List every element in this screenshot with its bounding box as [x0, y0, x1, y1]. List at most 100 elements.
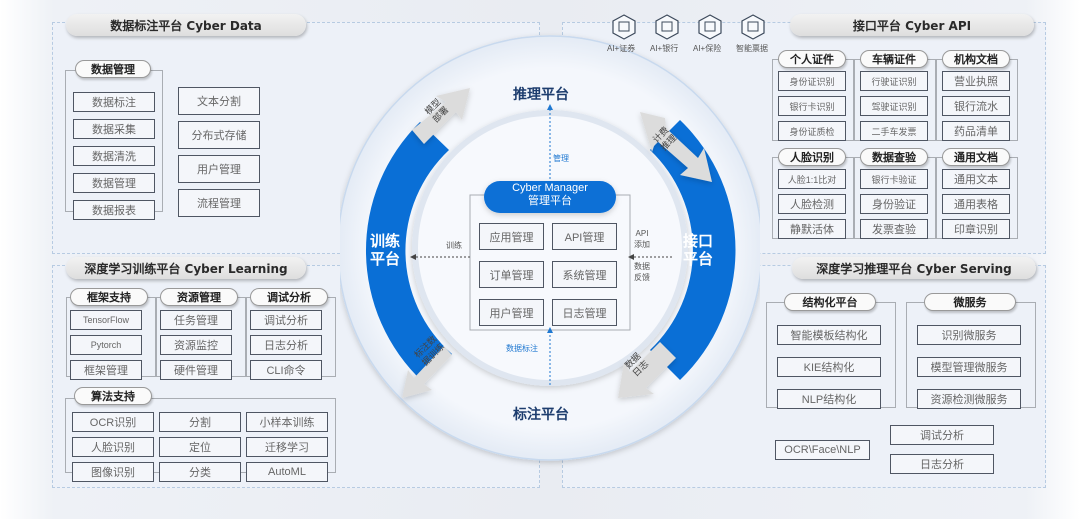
- data-side-item: 分布式存储: [178, 121, 260, 149]
- data-item: 数据报表: [73, 200, 155, 220]
- serving-log-analysis: 日志分析: [890, 454, 994, 474]
- api-item: 营业执照: [942, 71, 1010, 91]
- bank-icon: [655, 14, 679, 40]
- serve-item: NLP结构化: [777, 389, 881, 409]
- api-item: 药品清单: [942, 121, 1010, 141]
- serve-item: 智能模板结构化: [777, 325, 881, 345]
- algo-item: 人脸识别: [72, 437, 154, 457]
- algo-item: 迁移学习: [246, 437, 328, 457]
- data-item: 数据标注: [73, 92, 155, 112]
- learn-group-title: 调试分析: [250, 288, 328, 306]
- serving-debug-analysis: 调试分析: [890, 425, 994, 445]
- serve-item: 识别微服务: [917, 325, 1021, 345]
- serving-ocr-face-nlp: OCR\Face\NLP: [775, 440, 870, 460]
- ring-label-api: 接口 平台: [683, 232, 714, 268]
- right-blue-arc: [650, 120, 736, 380]
- learn-group-title: 框架支持: [70, 288, 148, 306]
- algo-item: 分割: [159, 412, 241, 432]
- panel-title-serving: 深度学习推理平台 Cyber Serving: [792, 257, 1036, 279]
- label-train: 训练: [446, 241, 462, 250]
- manager-title-en: Cyber Manager: [512, 182, 588, 194]
- algo-item: 分类: [159, 462, 241, 482]
- api-group-title: 机构文档: [942, 50, 1010, 68]
- label-api-add: API 添加: [634, 229, 650, 249]
- api-item: 身份证质检: [778, 121, 846, 141]
- learn-item: 框架管理: [70, 360, 142, 380]
- arrow-data-log: [618, 342, 676, 398]
- api-group-title: 车辆证件: [860, 50, 928, 68]
- data-item: 数据采集: [73, 119, 155, 139]
- arrow-billing-inference: [640, 112, 712, 182]
- serve-item: KIE结构化: [777, 357, 881, 377]
- icon-label-1: AI+银行: [650, 44, 679, 53]
- panel-title-learning: 深度学习训练平台 Cyber Learning: [66, 257, 306, 279]
- api-item: 驾驶证识别: [860, 96, 928, 116]
- manager-title: Cyber Manager 管理平台: [484, 182, 616, 208]
- api-item: 银行卡识别: [778, 96, 846, 116]
- api-group-title: 数据查验: [860, 148, 928, 166]
- arrow-model-deploy: [412, 88, 470, 144]
- algo-item: 定位: [159, 437, 241, 457]
- panel-title-data: 数据标注平台 Cyber Data: [66, 14, 306, 36]
- serve-item: 资源检测微服务: [917, 389, 1021, 409]
- data-item: 数据管理: [73, 173, 155, 193]
- label-data-annotation: 数据标注: [506, 344, 538, 353]
- serve-group-title: 结构化平台: [784, 293, 876, 311]
- manager-item: 用户管理: [479, 299, 544, 326]
- icon-label-2: AI+保险: [693, 44, 722, 53]
- learn-item: 资源监控: [160, 335, 232, 355]
- api-item: 静默活体: [778, 219, 846, 239]
- api-item: 身份验证: [860, 194, 928, 214]
- api-group-title: 人脸识别: [778, 148, 846, 166]
- learn-item: 任务管理: [160, 310, 232, 330]
- manager-item: 系统管理: [552, 261, 617, 288]
- serve-item: 模型管理微服务: [917, 357, 1021, 377]
- learn-item: 硬件管理: [160, 360, 232, 380]
- learn-item: CLI命令: [250, 360, 322, 380]
- group-title-data-management: 数据管理: [75, 60, 151, 78]
- learn-item: 日志分析: [250, 335, 322, 355]
- algo-item: OCR识别: [72, 412, 154, 432]
- api-group-title: 通用文档: [942, 148, 1010, 166]
- manager-title-cn: 管理平台: [528, 195, 572, 207]
- learn-item: TensorFlow: [70, 310, 142, 330]
- icon-label-3: 智能票据: [736, 44, 768, 53]
- api-item: 身份证识别: [778, 71, 846, 91]
- data-item: 数据清洗: [73, 146, 155, 166]
- api-item: 人脸1:1比对: [778, 169, 846, 189]
- learn-item: 调试分析: [250, 310, 322, 330]
- arrow-annotation-training: [402, 346, 452, 398]
- api-group-title: 个人证件: [778, 50, 846, 68]
- api-item: 二手车发票: [860, 121, 928, 141]
- algo-item: 图像识别: [72, 462, 154, 482]
- manager-item: 应用管理: [479, 223, 544, 250]
- manager-item: 订单管理: [479, 261, 544, 288]
- heart-shield-icon: [698, 14, 722, 40]
- label-data-feedback: 数据 反馈: [634, 262, 650, 282]
- ring-label-training: 训练 平台: [370, 232, 401, 268]
- algo-item: 小样本训练: [246, 412, 328, 432]
- icon-label-0: AI+证券: [607, 44, 636, 53]
- ring-label-annotation: 标注平台: [513, 407, 569, 423]
- manager-pill: [484, 181, 616, 213]
- manager-item: 日志管理: [552, 299, 617, 326]
- group-title-algo-support: 算法支持: [74, 387, 152, 405]
- data-side-item: 文本分割: [178, 87, 260, 115]
- data-side-item: 流程管理: [178, 189, 260, 217]
- monitor-chart-icon: [612, 14, 636, 40]
- api-item: 通用表格: [942, 194, 1010, 214]
- ticket-icon: [741, 14, 765, 40]
- api-item: 银行卡验证: [860, 169, 928, 189]
- api-item: 银行流水: [942, 96, 1010, 116]
- left-blue-arc: [365, 122, 452, 382]
- api-item: 行驶证识别: [860, 71, 928, 91]
- learn-item: Pytorch: [70, 335, 142, 355]
- label-manage: 管理: [553, 154, 569, 163]
- api-item: 印章识别: [942, 219, 1010, 239]
- algo-item: AutoML: [246, 462, 328, 482]
- data-side-item: 用户管理: [178, 155, 260, 183]
- api-item: 发票查验: [860, 219, 928, 239]
- api-item: 通用文本: [942, 169, 1010, 189]
- ring-label-inference: 推理平台: [513, 87, 569, 103]
- manager-item: API管理: [552, 223, 617, 250]
